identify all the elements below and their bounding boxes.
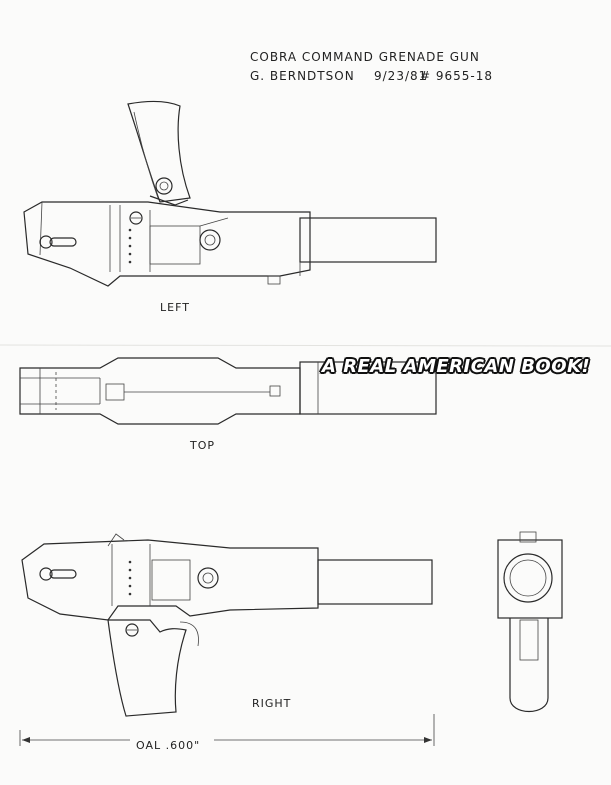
drawing-date: 9/23/81 [374,69,428,83]
right-body [21,539,319,621]
right-screw [197,567,219,589]
left-grip [127,100,191,203]
dimension-line [19,714,435,746]
end-grip [509,618,549,712]
overall-length-dimension: OAL .600" [136,739,201,752]
watermark-text: A REAL AMERICAN BOOK! [322,356,591,377]
left-barrel [299,217,437,263]
left-screw [199,229,221,251]
right-barrel [317,559,433,605]
artist-name: G. BERNDTSON [250,69,355,83]
end-view-drawing [497,531,563,712]
top-barrel [299,361,437,415]
left-trigger-loop [155,177,173,195]
left-view-label: LEFT [160,301,190,314]
top-view-label: TOP [190,439,216,452]
left-view-drawing [23,100,437,287]
drawing-title: COBRA COMMAND GRENADE GUN [250,50,480,64]
paper-fold-line [0,344,611,347]
right-view-label: RIGHT [252,697,292,710]
right-grip [107,619,187,717]
left-body [23,201,311,287]
part-number: # 9655-18 [420,69,494,83]
end-body [497,539,563,619]
right-view-drawing [21,533,433,717]
top-body [19,357,301,425]
top-view-drawing [19,357,437,425]
end-bore [503,553,553,603]
